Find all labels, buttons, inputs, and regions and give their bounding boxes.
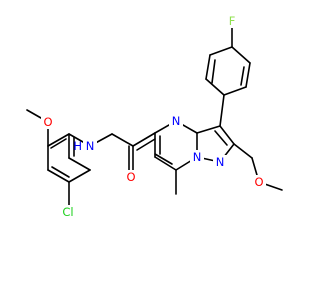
chlorine-atom-label: Cl bbox=[62, 205, 73, 219]
methoxy-oxygen-label: O bbox=[43, 115, 52, 129]
fluorine-atom-label: F bbox=[229, 14, 236, 28]
bond bbox=[68, 157, 91, 171]
amide-oxygen-label: O bbox=[126, 170, 135, 184]
bond bbox=[111, 133, 134, 147]
bond bbox=[245, 62, 251, 88]
pyrimidine-nitrogen-label: N bbox=[172, 114, 181, 128]
bond bbox=[211, 59, 216, 84]
bond bbox=[214, 130, 228, 146]
atom-label-layer: F N N N O O N H O Cl bbox=[41, 14, 266, 219]
molecule-structure: F N N N O O N H O Cl bbox=[26, 14, 283, 219]
bond bbox=[154, 156, 177, 171]
bond bbox=[240, 66, 245, 86]
bond bbox=[205, 78, 225, 96]
bond-layer bbox=[26, 27, 283, 206]
bond bbox=[233, 143, 253, 159]
bond bbox=[219, 94, 225, 127]
bond bbox=[219, 125, 235, 145]
amide-hydrogen-label: H bbox=[73, 139, 82, 153]
bond bbox=[205, 54, 211, 80]
bond bbox=[132, 132, 156, 147]
bond bbox=[154, 153, 173, 165]
bond bbox=[47, 133, 70, 147]
molecule-canvas: F N N N O O N H O Cl bbox=[26, 14, 283, 219]
bond bbox=[196, 125, 221, 134]
bond bbox=[47, 169, 70, 183]
bond bbox=[209, 46, 233, 56]
amide-nitrogen-label: N bbox=[86, 139, 95, 153]
bond bbox=[50, 138, 67, 149]
bond bbox=[68, 169, 91, 183]
bond bbox=[51, 166, 70, 178]
pyrazole-nitrogen-label: N bbox=[216, 155, 225, 169]
methoxymethyl-oxygen-label: O bbox=[254, 175, 263, 189]
bond bbox=[231, 46, 251, 64]
bond bbox=[223, 86, 247, 96]
bond bbox=[136, 138, 156, 151]
bridgehead-nitrogen-label: N bbox=[193, 150, 202, 164]
